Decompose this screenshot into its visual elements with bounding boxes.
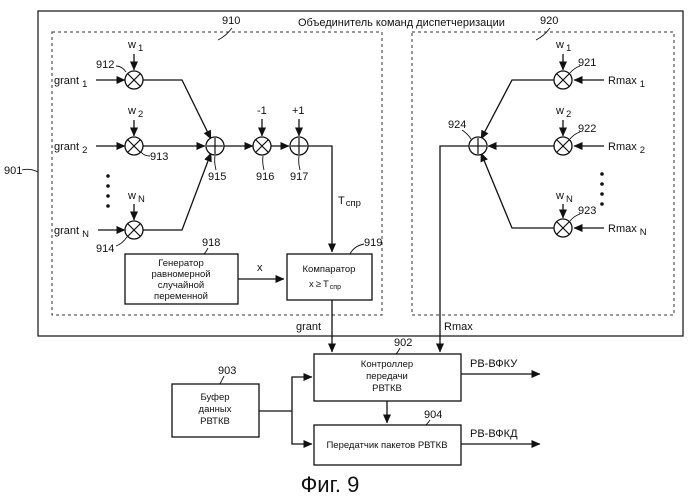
- x-signal-label: x: [257, 262, 263, 274]
- figure-caption: Фиг. 9: [301, 472, 360, 497]
- multiplier-921: [554, 71, 572, 89]
- ref-918: 918: [202, 237, 220, 249]
- buffer-line-2: данных: [199, 404, 232, 415]
- input-rmax-2: Rmax2: [608, 141, 645, 156]
- constant-minus-one: -1: [257, 105, 267, 117]
- diagram-title: Объединитель команд диспетчеризации: [298, 17, 505, 29]
- rmax-signal-label: Rmax: [444, 321, 473, 333]
- multiplier-913: [125, 137, 143, 155]
- comparator-title: Компаратор: [303, 264, 356, 275]
- multiplier-914: [125, 221, 143, 239]
- multiplier-923: [554, 219, 572, 237]
- weight-w1-left: w1: [127, 39, 143, 54]
- weight-wn-right: wN: [555, 190, 573, 205]
- ref-904: 904: [424, 409, 442, 421]
- weight-w1-right: w1: [555, 39, 571, 54]
- ref-921: 921: [578, 57, 596, 69]
- ref-902: 902: [394, 337, 412, 349]
- ref-920: 920: [540, 15, 558, 27]
- ref-923: 923: [578, 205, 596, 217]
- transmitter-label: Передатчик пакетов РВТКВ: [326, 440, 447, 451]
- buffer-line-3: РВТКВ: [200, 416, 230, 427]
- ref-922: 922: [578, 123, 596, 135]
- multiplier-912: [125, 71, 143, 89]
- threshold-label: Tспр: [338, 195, 361, 209]
- buffer-line-1: Буфер: [200, 392, 229, 403]
- ref-914: 914: [96, 243, 114, 255]
- weight-w2-right: w2: [555, 105, 571, 120]
- ref-917: 917: [290, 171, 308, 183]
- ref-924: 924: [448, 119, 466, 131]
- ref-913: 913: [150, 151, 168, 163]
- ref-912: 912: [96, 59, 114, 71]
- input-rmax-1: Rmax1: [608, 75, 645, 90]
- output-rv-vfkd: РВ-ВФКД: [470, 428, 518, 440]
- ref-919: 919: [364, 237, 382, 249]
- summer-924: [469, 137, 487, 155]
- ref-916: 916: [256, 171, 274, 183]
- constant-plus-one: +1: [292, 105, 305, 117]
- input-rmax-n: RmaxN: [608, 223, 647, 238]
- input-grant-n: grantN: [54, 225, 89, 240]
- grant-signal-label: grant: [296, 321, 321, 333]
- generator-line-2: равномерной: [151, 269, 210, 280]
- ref-901: 901: [4, 165, 22, 177]
- generator-line-3: случайной: [158, 280, 204, 291]
- generator-line-1: Генератор: [158, 258, 204, 269]
- generator-line-4: переменной: [154, 291, 208, 302]
- output-rv-vfku: РВ-ВФКУ: [470, 358, 518, 370]
- ref-903: 903: [218, 365, 236, 377]
- input-grant-2: grant2: [54, 141, 87, 156]
- controller-line-3: РВТКВ: [372, 383, 402, 394]
- controller-line-1: Контроллер: [361, 359, 413, 370]
- input-grant-1: grant1: [54, 75, 87, 90]
- summer-917: [290, 137, 308, 155]
- summer-915: [206, 137, 224, 155]
- comparator-block: [287, 254, 372, 300]
- controller-line-2: передачи: [366, 371, 408, 382]
- multiplier-922: [554, 137, 572, 155]
- multiplier-916: [253, 137, 271, 155]
- ref-910: 910: [222, 15, 240, 27]
- weight-w2-left: w2: [127, 105, 143, 120]
- ref-915: 915: [208, 171, 226, 183]
- weight-wn-left: wN: [127, 190, 145, 205]
